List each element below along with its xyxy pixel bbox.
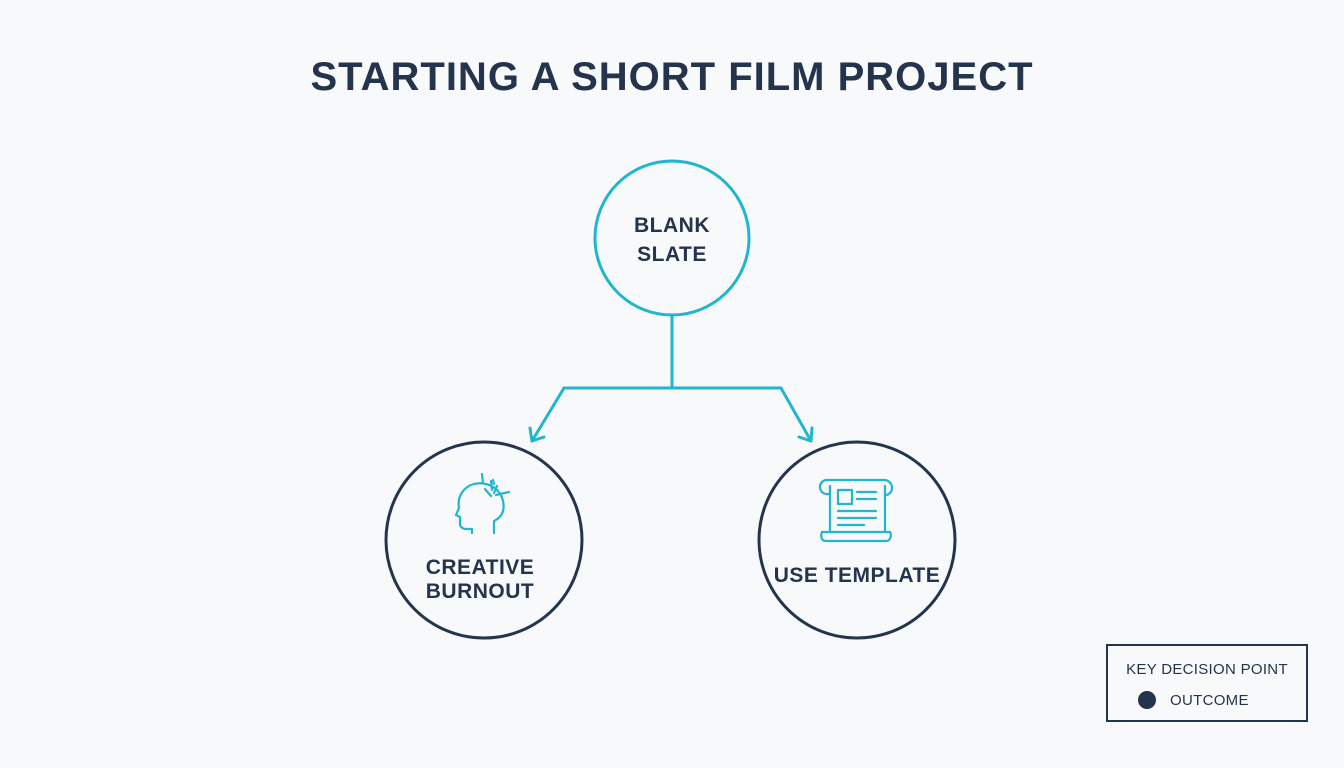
head-burst-icon (454, 472, 511, 535)
outcome-node-creative-burnout[interactable]: CREATIVE BURNOUT (384, 440, 584, 640)
legend-label-outcome: OUTCOME (1170, 691, 1249, 709)
page-title: STARTING A SHORT FILM PROJECT (310, 55, 1034, 99)
outcome-node-use-template[interactable]: USE TEMPLATE (757, 440, 957, 640)
connector-right-branch (779, 386, 813, 443)
connector-left-branch (530, 386, 566, 443)
legend-title: KEY DECISION POINT (1126, 661, 1288, 678)
legend: KEY DECISION POINT OUTCOME (1106, 644, 1308, 722)
scroll-document-icon (818, 478, 894, 543)
outcome-dot-icon (1138, 691, 1156, 709)
node-label-line2: SLATE (637, 243, 707, 266)
node-label: USE TEMPLATE (774, 564, 941, 587)
node-label-line2: BURNOUT (426, 580, 535, 603)
arrowhead-right (797, 426, 814, 443)
node-label-line1: CREATIVE (426, 556, 535, 579)
legend-item-outcome: OUTCOME (1138, 691, 1249, 709)
arrowhead-left (528, 426, 546, 443)
node-label-line1: BLANK (634, 214, 710, 237)
decision-node-blank-slate[interactable]: BLANK SLATE (593, 159, 751, 317)
connectors (528, 314, 814, 443)
